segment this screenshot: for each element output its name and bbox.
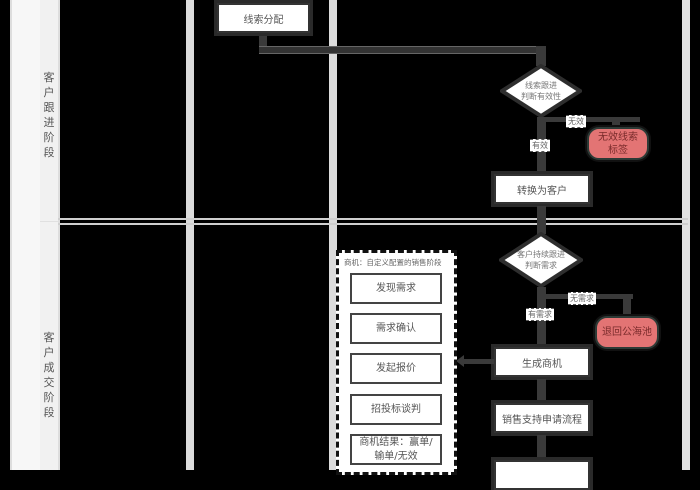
connector-opportunity-down — [537, 379, 546, 403]
node-next-partial[interactable] — [494, 460, 590, 490]
decision-judge-needs[interactable] — [499, 232, 583, 288]
column-separator-1 — [186, 0, 194, 470]
terminal-return-public-pool[interactable]: 退回公海池 — [595, 316, 659, 349]
lane-label-follow-up: 客户跟进阶段 — [43, 71, 55, 159]
lane-label-closing: 客户成交阶段 — [43, 331, 55, 419]
connector-to-diamond1 — [536, 46, 546, 66]
arrowhead-left-icon — [456, 355, 464, 367]
lane-divider-bottom — [58, 223, 688, 225]
decision-judge-validity[interactable] — [500, 64, 582, 118]
connector-convert-down — [537, 206, 546, 234]
stage-discover-needs[interactable]: 发现需求 — [350, 273, 442, 304]
connector-no-need-down — [623, 296, 631, 316]
stage-group-title: 商机：自定义配置的销售阶段 — [344, 258, 442, 267]
column-separator-right — [682, 0, 690, 470]
stage-initiate-quote[interactable]: 发起报价 — [350, 353, 442, 384]
outer-left-strip — [10, 0, 44, 470]
node-assign-leads[interactable]: 线索分配 — [217, 3, 310, 33]
lane-divider-top — [58, 218, 688, 220]
decision-judge-validity-label: 线索跟进 判断有效性 — [521, 81, 561, 101]
lane-header-column — [40, 0, 60, 470]
edge-label-has-need: 有需求 — [526, 308, 554, 321]
terminal-invalid-lead-tag[interactable]: 无效线索 标签 — [587, 127, 649, 160]
connector-support-down — [537, 435, 546, 459]
stage-confirm-needs[interactable]: 需求确认 — [350, 313, 442, 344]
connector-invalid-branch — [545, 117, 640, 122]
connector-assign-down — [259, 36, 267, 50]
node-create-opportunity[interactable]: 生成商机 — [494, 347, 590, 377]
edge-label-invalid: 无效 — [566, 115, 586, 128]
column-separator-2 — [329, 0, 337, 470]
decision-judge-needs-label: 客户持续跟进 判断需求 — [517, 250, 565, 270]
lane-header-divider — [40, 221, 58, 222]
connector-invalid-down — [612, 120, 620, 128]
edge-label-valid: 有效 — [530, 139, 550, 152]
node-sales-support[interactable]: 销售支持申请流程 — [494, 403, 590, 433]
stage-bid-negotiation[interactable]: 招投标谈判 — [350, 394, 442, 425]
connector-assign-right — [259, 46, 543, 54]
connector-to-stage-group — [462, 359, 494, 364]
edge-label-no-need: 无需求 — [568, 292, 596, 305]
stage-opportunity-result[interactable]: 商机结果：赢单/ 输单/无效 — [350, 434, 442, 465]
node-convert-customer[interactable]: 转换为客户 — [494, 174, 590, 204]
